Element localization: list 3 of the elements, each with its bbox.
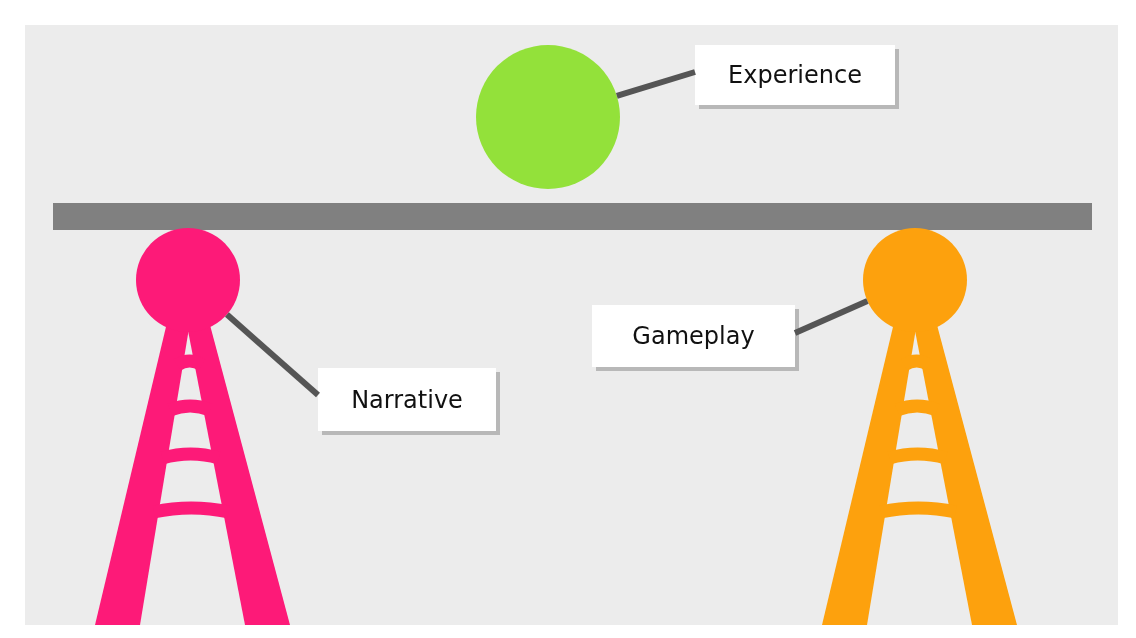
leader-line	[224, 312, 320, 398]
leader-line	[615, 69, 696, 99]
leader-line	[793, 298, 869, 336]
